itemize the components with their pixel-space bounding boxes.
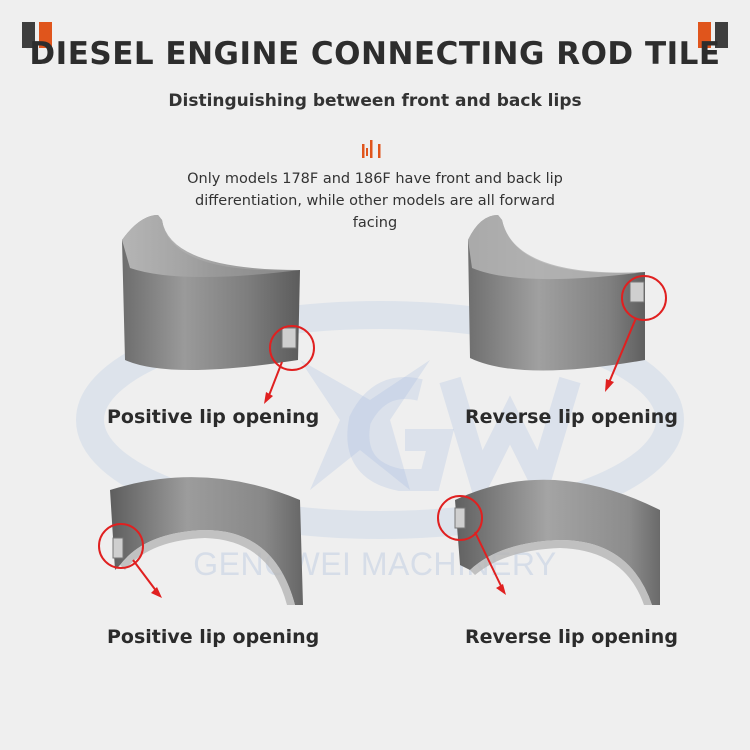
bearing-shell-bottom-right <box>437 479 660 605</box>
bearing-shell-top-left <box>122 215 315 404</box>
caption-bottom-right: Reverse lip opening <box>465 626 678 648</box>
bearing-shell-bottom-left <box>98 477 303 605</box>
caption-top-right: Reverse lip opening <box>465 406 678 428</box>
page-title: DIESEL ENGINE CONNECTING ROD TILE <box>29 36 721 72</box>
bearing-shell-top-right <box>468 215 667 392</box>
model-note: Only models 178F and 186F have front and… <box>187 171 563 231</box>
caption-top-left: Positive lip opening <box>107 406 320 428</box>
corner-decoration-left <box>22 22 52 48</box>
divider-mark-icon <box>362 140 381 158</box>
corner-decoration-right <box>698 22 728 48</box>
watermark-logo-icon <box>76 301 684 539</box>
page-subtitle: Distinguishing between front and back li… <box>168 91 582 111</box>
caption-bottom-left: Positive lip opening <box>107 626 320 648</box>
